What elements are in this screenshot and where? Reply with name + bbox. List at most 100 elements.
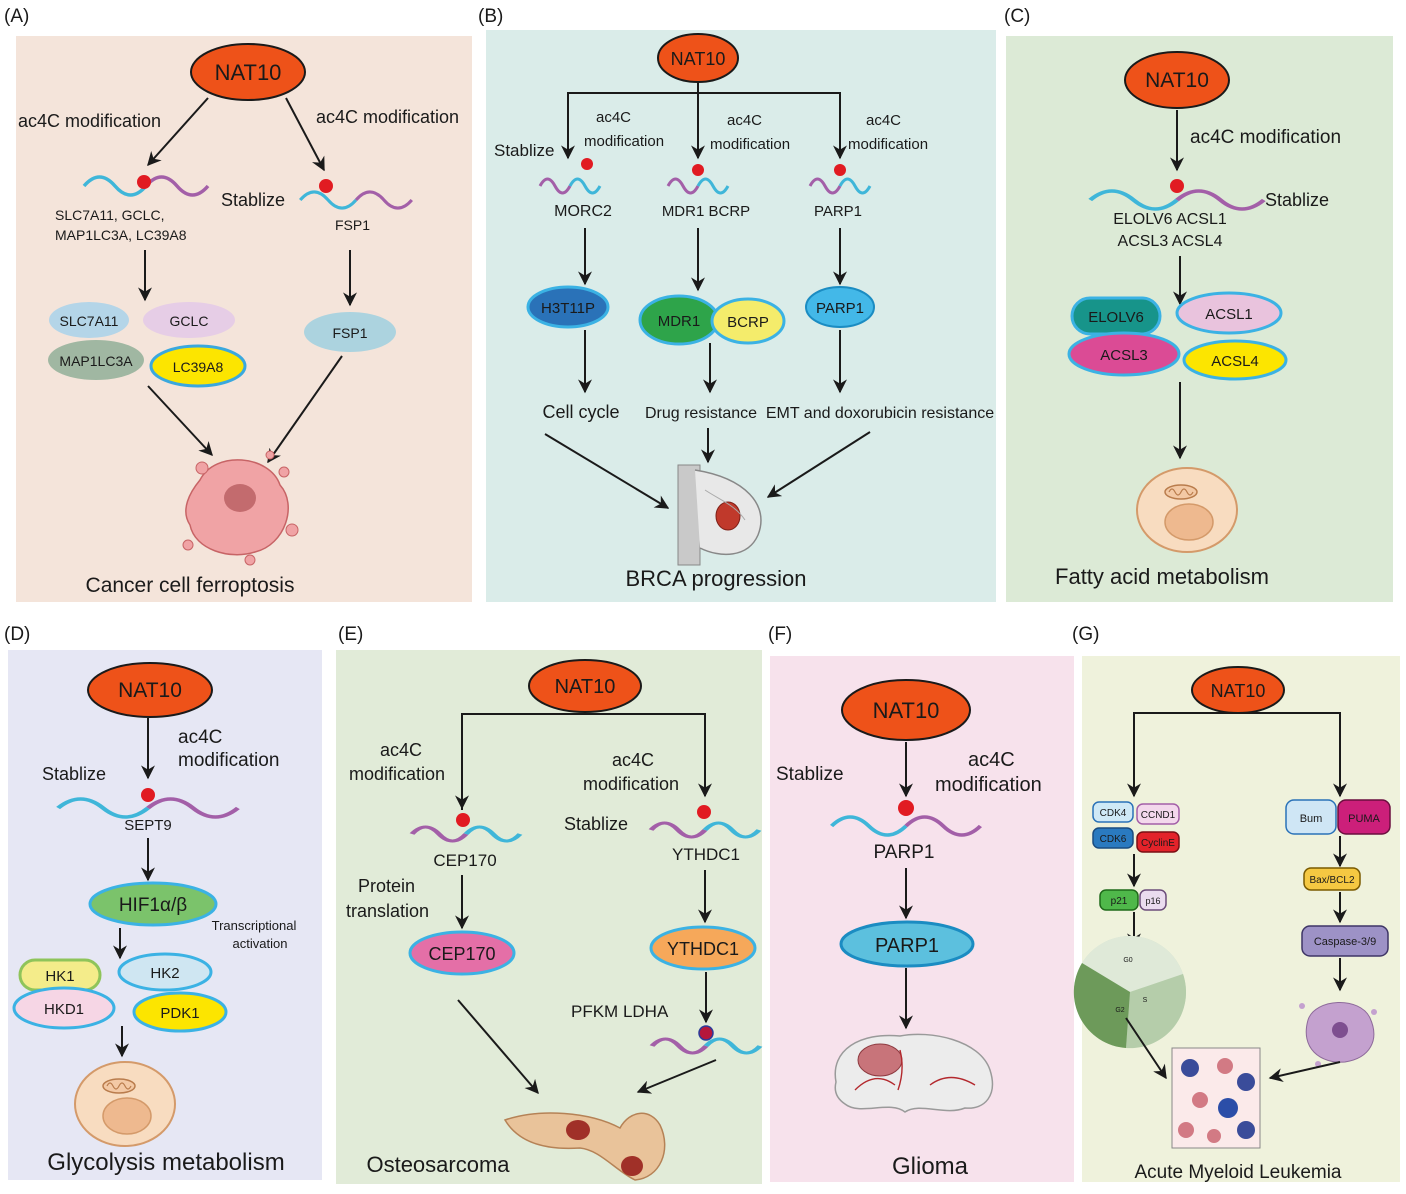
stablize-label: Stablize xyxy=(494,141,554,160)
mrna-label: PARP1 xyxy=(874,842,935,863)
outcome-label: Glycolysis metabolism xyxy=(47,1149,284,1176)
protein-label: ACSL1 xyxy=(1205,306,1253,323)
protein-node xyxy=(839,920,975,968)
ac4c-site-dot xyxy=(697,805,711,819)
protein-label: CCND1 xyxy=(1141,810,1176,821)
outcome-label: Cancer cell ferroptosis xyxy=(86,574,295,597)
ac4c-site-dot xyxy=(698,1025,714,1041)
ac4c-label: modification xyxy=(710,136,790,153)
protein-label: LC39A8 xyxy=(173,359,224,375)
panel-g-letter: (G) xyxy=(1072,624,1099,645)
protein-label: HK1 xyxy=(45,968,74,985)
protein-node xyxy=(143,302,235,338)
protein-node xyxy=(649,925,757,971)
mrna-label: SEPT9 xyxy=(124,817,172,834)
arrow xyxy=(285,97,325,172)
ac4c-label: modification xyxy=(583,774,679,794)
stablize-label: Stablize xyxy=(42,764,106,784)
mrna-genes-label: FSP1 xyxy=(335,217,370,233)
ferroptosis-cell-icon xyxy=(182,450,299,566)
protein-label: Caspase-3/9 xyxy=(1314,936,1376,948)
arrow xyxy=(1268,1061,1341,1083)
stablize-label: Stablize xyxy=(564,814,628,834)
protein-node xyxy=(1175,291,1283,335)
protein-label: BCRP xyxy=(727,314,769,331)
panel-e-letter: (E) xyxy=(338,624,363,645)
ac4c-label: ac4C xyxy=(727,112,762,129)
nat10-label: NAT10 xyxy=(118,679,182,702)
arrow xyxy=(147,385,213,457)
mrna-genes-label: ELOLV6 ACSL1 xyxy=(1113,211,1227,228)
ac4c-label: ac4C xyxy=(380,740,422,760)
panel-e: (E) NAT10 ac4C modification ac4C modific… xyxy=(336,624,762,1184)
stablize-label: Stablize xyxy=(221,190,285,210)
branch-connector xyxy=(1133,712,1341,796)
protein-label: HK2 xyxy=(150,965,179,982)
arrow xyxy=(766,431,871,498)
transcription-label: Transcriptional xyxy=(212,918,297,933)
targets-label: PFKM LDHA xyxy=(571,1002,669,1021)
cell-cycle-pie: G0 S G2 xyxy=(1073,935,1187,1049)
protein-label: p16 xyxy=(1145,896,1160,906)
protein-label: PARP1 xyxy=(875,935,939,957)
ac4c-label: ac4C xyxy=(596,109,631,126)
translation-label: translation xyxy=(346,901,429,921)
protein-node xyxy=(1285,799,1337,835)
nat10-label: NAT10 xyxy=(555,676,616,698)
nat10-node xyxy=(87,662,213,718)
protein-node xyxy=(49,302,129,338)
apoptotic-cell-icon xyxy=(1299,1002,1377,1067)
protein-node xyxy=(117,952,213,992)
outcome-label: Glioma xyxy=(892,1153,969,1180)
protein-label: PARP1 xyxy=(816,300,864,317)
protein-node xyxy=(1182,339,1288,381)
protein-label: FSP1 xyxy=(332,325,367,341)
mrna-genes-label: MAP1LC3A, LC39A8 xyxy=(55,227,187,243)
blood-smear-icon xyxy=(1171,1047,1261,1149)
ac4c-site-dot xyxy=(692,164,704,176)
panel-b-letter: (B) xyxy=(478,6,503,27)
cell-icon xyxy=(1136,467,1238,553)
translation-label: Protein xyxy=(358,876,415,896)
protein-label: SLC7A11 xyxy=(60,313,119,329)
effect-label: Cell cycle xyxy=(542,402,619,422)
protein-node xyxy=(1139,889,1167,911)
outcome-label: Osteosarcoma xyxy=(366,1152,510,1177)
protein-label: PUMA xyxy=(1348,813,1380,825)
arrow xyxy=(457,999,539,1095)
nat10-node xyxy=(528,659,642,713)
protein-node xyxy=(48,340,144,380)
protein-node xyxy=(1337,799,1391,835)
ac4c-site-dot xyxy=(1170,179,1184,193)
protein-label: p21 xyxy=(1111,896,1128,907)
ac4c-label: modification xyxy=(935,774,1042,796)
protein-label: Bax/BCL2 xyxy=(1309,875,1354,886)
ac4c-site-dot xyxy=(898,800,914,816)
protein-node xyxy=(12,986,116,1030)
panel-c-letter: (C) xyxy=(1004,6,1030,27)
ac4c-label: ac4C xyxy=(866,112,901,129)
outcome-label: BRCA progression xyxy=(626,566,807,591)
ac4c-label: ac4C modification xyxy=(316,107,459,127)
protein-label: ELOLV6 xyxy=(1088,309,1144,326)
protein-node xyxy=(1303,867,1361,891)
ac4c-site-dot xyxy=(137,175,151,189)
protein-node xyxy=(1301,925,1389,957)
panel-d: (D) NAT10 ac4C modification Stablize SEP… xyxy=(4,624,322,1180)
panel-f-letter: (F) xyxy=(768,624,792,645)
breast-icon xyxy=(677,464,762,566)
ac4c-label: modification xyxy=(584,133,664,150)
ac4c-site-dot xyxy=(581,158,593,170)
cell-icon xyxy=(74,1061,176,1147)
protein-node xyxy=(1092,827,1134,849)
protein-node xyxy=(710,297,786,345)
nat10-node xyxy=(1124,51,1230,109)
protein-label: ACSL3 xyxy=(1100,347,1148,364)
protein-label: YTHDC1 xyxy=(667,939,739,959)
protein-node xyxy=(408,930,516,976)
branch-connector xyxy=(567,92,841,158)
phase-label: G2 xyxy=(1115,1007,1124,1014)
protein-label: CDK6 xyxy=(1100,834,1127,845)
panel-a: (A) NAT10 ac4C modification ac4C modific… xyxy=(4,6,472,602)
outcome-label: Fatty acid metabolism xyxy=(1055,564,1269,589)
